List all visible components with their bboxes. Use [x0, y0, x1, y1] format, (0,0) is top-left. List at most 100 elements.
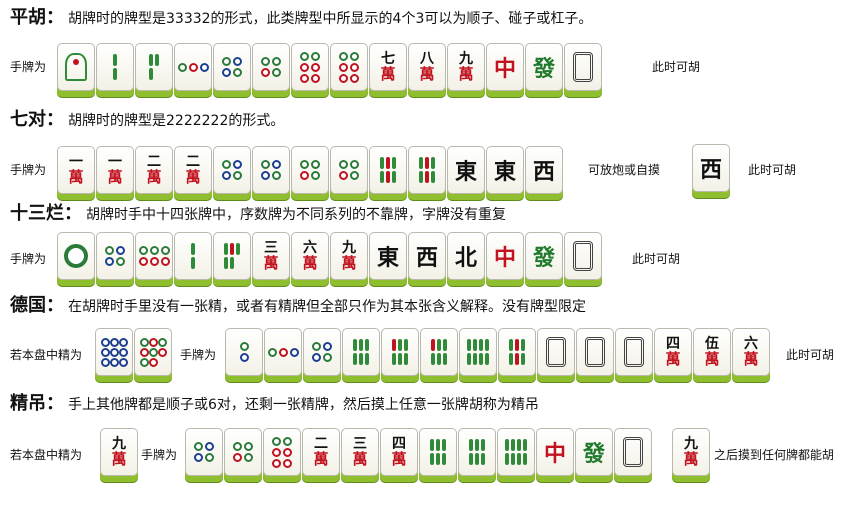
tile-8-bamboo [497, 428, 535, 476]
bamboo-sticks [505, 439, 527, 465]
bamboo-sticks [469, 439, 485, 465]
tile-2-dots [225, 328, 263, 376]
tile-wan: 萬 [391, 450, 407, 468]
tile-4-dots [303, 328, 341, 376]
tile-3-dots [174, 43, 212, 91]
tile-number: 九 [683, 436, 698, 452]
tile-bai [614, 428, 652, 476]
section-header: 十三烂：胡牌时手中十四张牌中，序数牌为不同系列的不靠牌，字牌没有重复 [10, 202, 506, 226]
tile-wan: 萬 [313, 450, 329, 468]
win-label: 此时可胡 [632, 252, 681, 266]
dots [138, 246, 170, 266]
tile-4-dots [185, 428, 223, 476]
tile-fa: 發 [525, 43, 563, 91]
tile-west: 西 [408, 232, 446, 280]
section-title: 德国： [10, 295, 64, 316]
dots [222, 160, 242, 180]
tile-east: 東 [486, 146, 524, 194]
tile-9-dots [95, 328, 133, 376]
tile-bai [564, 43, 602, 91]
tile-9-wan: 九萬 [672, 428, 710, 476]
tile-number: 伍 [704, 336, 719, 352]
hand-label: 手牌为 [10, 163, 47, 177]
bamboo-sticks [467, 339, 489, 365]
tile-5-wan: 伍萬 [693, 328, 731, 376]
tile-number: 九 [458, 51, 473, 67]
tile-char: 發 [532, 246, 555, 271]
section-title: 精吊： [10, 393, 64, 414]
tile-number: 四 [391, 436, 406, 452]
tile-wan: 萬 [146, 168, 162, 186]
tile-char: 中 [493, 57, 516, 82]
tile-number: 一 [68, 154, 83, 170]
tile-number: 三 [352, 436, 367, 452]
tile-char: 北 [454, 246, 477, 271]
tile-7-bamboo [381, 328, 419, 376]
tile-char: 東 [493, 160, 516, 185]
bamboo-sticks [430, 439, 446, 465]
section-header: 精吊：手上其他牌都是顺子或6对，还剩一张精牌，然后摸上任意一张牌胡称为精吊 [10, 392, 539, 416]
dots [177, 62, 209, 72]
tile-wan: 萬 [341, 254, 357, 272]
section-header: 平胡：胡牌时的牌型是33332的形式，此类牌型中所显示的4个3可以为顺子、碰子或… [10, 6, 592, 30]
tile-number: 四 [665, 336, 680, 352]
tile-8-wan: 八萬 [408, 43, 446, 91]
dots [194, 442, 214, 462]
tile-wan: 萬 [302, 254, 318, 272]
dots [267, 347, 299, 357]
tile-6-bamboo [419, 428, 457, 476]
bai-frame-icon [573, 52, 593, 82]
dot [64, 244, 88, 268]
tile-wan: 萬 [419, 65, 435, 83]
jing-tiles [95, 328, 172, 376]
tile-wan: 萬 [107, 168, 123, 186]
tile-char: 西 [415, 246, 438, 271]
dots [272, 436, 292, 468]
middle-label: 可放炮或自摸 [588, 163, 661, 177]
bird-icon [65, 53, 87, 81]
tile-east: 東 [369, 232, 407, 280]
tile-3-wan: 三萬 [341, 428, 379, 476]
tile-5-dots [330, 146, 368, 194]
tile-3-wan: 三萬 [252, 232, 290, 280]
tile-bai [564, 232, 602, 280]
bamboo-sticks [113, 54, 117, 80]
tile-wan: 萬 [111, 450, 127, 468]
dots [261, 160, 281, 180]
tile-wan: 萬 [665, 350, 681, 368]
tile-number: 二 [146, 154, 161, 170]
tile-1-bamboo [57, 43, 95, 91]
section-description: 在胡牌时手里没有一张精，或者有精牌但全部只作为其本张含义解释。没有牌型限定 [68, 299, 586, 315]
tile-zhong: 中 [536, 428, 574, 476]
dots [339, 51, 359, 83]
tile-number: 九 [111, 436, 126, 452]
tile-char: 東 [454, 160, 477, 185]
tile-bai [615, 328, 653, 376]
dots [339, 160, 359, 180]
tile-1-wan: 一萬 [96, 146, 134, 194]
tile-9-bamboo [498, 328, 536, 376]
tile-7-bamboo [420, 328, 458, 376]
section-title: 十三烂： [10, 203, 82, 224]
tile-2-bamboo [96, 43, 134, 91]
tile-5-bamboo [213, 232, 251, 280]
section-description: 胡牌时的牌型是33332的形式，此类牌型中所显示的4个3可以为顺子、碰子或杠子。 [68, 11, 593, 27]
tile-number: 七 [380, 51, 395, 67]
tile-number: 二 [313, 436, 328, 452]
bamboo-sticks [431, 339, 447, 365]
bai-frame-icon [624, 337, 644, 367]
bamboo-sticks [353, 339, 369, 365]
tile-zhong: 中 [486, 232, 524, 280]
section-title: 平胡： [10, 7, 64, 28]
tile-6-bamboo [342, 328, 380, 376]
tile-9-wan: 九萬 [100, 428, 138, 476]
bamboo-sticks [149, 54, 159, 80]
tile-7-wan: 七萬 [369, 43, 407, 91]
tile-2-wan: 二萬 [174, 146, 212, 194]
tile-char: 東 [376, 246, 399, 271]
tile-4-dots [213, 146, 251, 194]
tile-char: 中 [543, 442, 566, 467]
tile-char: 發 [532, 57, 555, 82]
tile-9-wan: 九萬 [330, 232, 368, 280]
tile-east: 東 [447, 146, 485, 194]
